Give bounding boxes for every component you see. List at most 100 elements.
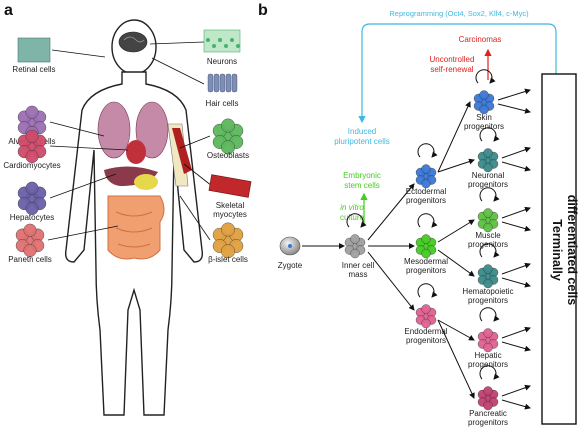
self-renewal-loop — [479, 187, 500, 202]
lineage-arrow — [501, 326, 531, 339]
muscle-progenitor-label-1: Muscle — [475, 231, 501, 240]
retinal-cells-icon — [17, 37, 51, 63]
ectodermal-label-1: Ectodermal — [406, 187, 447, 196]
muscle-progenitor-label-2: progenitors — [468, 240, 508, 249]
neuron-dot — [218, 38, 222, 42]
lineage-arrow — [367, 251, 415, 311]
ectodermal-icon — [415, 164, 437, 189]
terminal-label-1: Terminally — [550, 219, 564, 281]
arm-muscle-icon — [172, 128, 192, 174]
self-renewal-loop — [479, 243, 500, 258]
right-cell-label-1: Osteoblasts — [207, 151, 249, 160]
hair-cell-icon — [231, 73, 238, 93]
self-renewal-loop — [346, 213, 367, 228]
skin-progenitor-icon — [473, 90, 495, 115]
brain-icon — [118, 31, 148, 53]
self-renewal-loop — [479, 307, 500, 322]
cell-cluster-icon — [15, 223, 45, 257]
neuron-dot — [212, 44, 216, 48]
ipsc-label-2: pluripotent cells — [334, 137, 390, 146]
zygote-label-1: Zygote — [278, 261, 303, 270]
invitro-label-2: culture — [340, 213, 365, 222]
endodermal-label-1: Endodermal — [404, 327, 447, 336]
neuronal-progenitor-icon — [477, 148, 499, 173]
cell-cluster-icon — [17, 181, 47, 215]
uncontrolled-label-1: Uncontrolled — [430, 55, 475, 64]
ipsc-label-1: Induced — [348, 127, 376, 136]
left-cell-label-1: Paneth cells — [8, 255, 52, 264]
uncontrolled-label-2: self-renewal — [430, 65, 473, 74]
lineage-arrow — [437, 319, 475, 341]
panel-b-label: b — [258, 2, 268, 19]
left-leader-line — [49, 173, 117, 199]
heart-icon — [126, 140, 146, 164]
right-leader-line — [149, 41, 205, 45]
self-renewal-loop — [479, 127, 500, 142]
left-lung-icon — [97, 101, 131, 159]
endodermal-label-2: progenitors — [406, 336, 446, 345]
right-leader-line — [151, 57, 205, 85]
lineage-arrow — [501, 341, 531, 352]
right-cell-label-1: Neurons — [207, 57, 237, 66]
mesodermal-label-2: progenitors — [406, 266, 446, 275]
lineage-arrow — [501, 277, 531, 288]
esc-label-2: stem cells — [344, 181, 380, 190]
hematopoietic-progenitor-label-2: progenitors — [468, 296, 508, 305]
left-leader-line — [49, 145, 129, 151]
terminal-box — [541, 73, 577, 425]
ectodermal-label-2: progenitors — [406, 196, 446, 205]
mesodermal-label-1: Mesodermal — [404, 257, 448, 266]
icm-label-2: mass — [348, 270, 367, 279]
hematopoietic-progenitor-label-1: Hematopoietic — [462, 287, 513, 296]
lineage-arrow — [497, 88, 531, 101]
lineage-arrow — [367, 183, 415, 241]
left-cell-group: Retinal cellsAlveolar cellsCardiomyocyte… — [3, 37, 129, 264]
right-leader-line — [183, 163, 213, 187]
self-renewal-loop — [417, 213, 438, 228]
left-leader-line — [49, 121, 105, 137]
right-leader-line — [179, 135, 211, 149]
hair-cell-icon — [219, 73, 226, 93]
right-lung-icon — [135, 101, 169, 159]
terminal-label-2: differentiated cells — [565, 195, 579, 305]
skeletal-myocytes-icon — [208, 174, 252, 198]
left-cell-label-1: Retinal cells — [12, 65, 55, 74]
neuron-dot — [236, 44, 240, 48]
pancreatic-progenitor-icon — [477, 386, 499, 411]
zygote-nucleus — [288, 244, 292, 248]
lineage-arrow — [437, 319, 475, 399]
stomach-icon — [134, 174, 158, 190]
self-renewal-loop — [417, 143, 438, 158]
self-renewal-loop — [417, 283, 438, 298]
cell-cluster-icon — [212, 118, 244, 155]
lineage-arrow — [501, 262, 531, 275]
hematopoietic-progenitor-icon — [477, 264, 499, 289]
hepatic-progenitor-icon — [477, 328, 499, 353]
neuronal-progenitor-label-1: Neuronal — [472, 171, 505, 180]
skin-progenitor-label-1: Skin — [476, 113, 492, 122]
icm-label-1: Inner cell — [342, 261, 375, 270]
esc-label-1: Embryonic — [343, 171, 381, 180]
reprogramming-arrow — [358, 23, 557, 124]
lineage-arrow — [501, 384, 531, 397]
panel-a-label: a — [4, 2, 13, 19]
right-cell-label-2: myocytes — [213, 210, 247, 219]
lineage-arrow — [501, 146, 531, 159]
intestines-icon — [107, 195, 165, 260]
inner-cell-mass-icon — [344, 234, 366, 259]
lineage-arrow — [501, 161, 531, 172]
lineage-arrow — [497, 103, 531, 114]
right-leader-line — [179, 195, 211, 241]
left-cell-label-1: Cardiomyocytes — [3, 161, 60, 170]
neuron-dot — [230, 38, 234, 42]
lineage-arrow — [437, 219, 475, 243]
right-cell-label-1: Skeletal — [216, 201, 245, 210]
reprogramming-label: Reprogramming (Oct4, Sox2, Klf4, c-Myc) — [389, 9, 529, 18]
cell-cluster-icon — [17, 129, 47, 163]
self-renewal-loop — [479, 365, 500, 380]
lineage-arrow — [437, 249, 475, 277]
lineage-arrow — [437, 158, 475, 173]
